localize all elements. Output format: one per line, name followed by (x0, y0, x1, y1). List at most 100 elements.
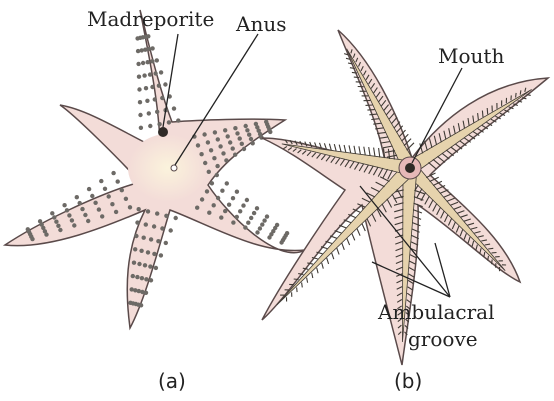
spine-dot (154, 266, 158, 270)
spine-dot (156, 239, 160, 243)
spine-dot (228, 140, 232, 144)
spine-dot (107, 194, 111, 198)
spine-dot (146, 250, 150, 254)
spine-dot (223, 209, 227, 213)
spine-dot (137, 75, 141, 79)
spine-dot (139, 249, 143, 253)
spine-dot (174, 216, 178, 220)
spine-dot (203, 161, 207, 165)
tube-feet-mark (342, 243, 345, 250)
spine-dot (50, 211, 54, 215)
spine-dot (241, 203, 245, 207)
caption-b: (b) (394, 370, 422, 392)
spine-dot (65, 208, 69, 212)
spine-dot (260, 222, 264, 226)
ambulacral-groove (405, 163, 505, 270)
spine-dot (221, 151, 225, 155)
spine-dot (146, 60, 150, 64)
spine-dot (209, 148, 213, 152)
spine-dot (238, 136, 242, 140)
ambulacral-groove (347, 49, 416, 171)
spine-dot (205, 189, 209, 193)
tube-feet-mark (362, 224, 365, 232)
spine-dot (134, 234, 138, 238)
spine-dot (172, 106, 176, 110)
ambulacral-groove (406, 89, 531, 173)
spine-dot (147, 47, 151, 51)
spine-dot (199, 152, 203, 156)
spine-dot (116, 179, 120, 183)
spine-dot (139, 126, 143, 130)
spine-dot (80, 207, 84, 211)
spine-dot (144, 222, 148, 226)
spine-dot (132, 261, 136, 265)
spine-dot (124, 197, 128, 201)
spine-dot (137, 87, 141, 91)
spine-dot (144, 86, 148, 90)
tube-feet-mark (379, 148, 380, 157)
label-ambulacral: Ambulacral (378, 301, 495, 323)
tube-feet-mark (367, 110, 374, 111)
spine-dot (240, 142, 244, 146)
spine-dot (235, 190, 239, 194)
tube-feet-mark (352, 72, 357, 73)
madreporite-pointer (163, 34, 178, 127)
spine-dot (227, 203, 231, 207)
tube-feet-mark (357, 228, 360, 235)
spine-dot (78, 201, 82, 205)
spine-dot (155, 211, 159, 215)
spine-dot (128, 301, 132, 305)
spine-dot (164, 241, 168, 245)
spine-dot (26, 227, 30, 231)
spine-dot (141, 61, 145, 65)
spine-dot (38, 219, 42, 223)
spine-dot (220, 189, 224, 193)
tube-feet-mark (487, 108, 488, 114)
tube-feet-mark (332, 253, 334, 259)
spine-dot (135, 220, 139, 224)
spine-dot (144, 277, 148, 281)
mouth-opening (405, 163, 415, 173)
spine-dot (146, 209, 150, 213)
spine-dot (251, 141, 255, 145)
spine-dot (249, 216, 253, 220)
spine-dot (160, 226, 164, 230)
tube-feet-mark (347, 238, 350, 245)
spine-dot (246, 221, 250, 225)
spine-dot (140, 276, 144, 280)
spine-dot (142, 236, 146, 240)
tube-feet-mark (297, 287, 298, 292)
starfish-a-central-disc (128, 134, 208, 202)
spine-dot (176, 118, 180, 122)
tube-feet-mark (339, 145, 341, 152)
spine-dot (258, 226, 262, 230)
spine-dot (245, 198, 249, 202)
spine-dot (164, 214, 168, 218)
tube-feet-mark (312, 273, 313, 278)
spine-dot (62, 203, 66, 207)
tube-feet-mark (369, 147, 370, 156)
spine-dot (58, 228, 62, 232)
spine-dot (152, 252, 156, 256)
spine-dot (150, 46, 154, 50)
spine-dot (114, 210, 118, 214)
spine-dot (157, 122, 161, 126)
spine-dot (131, 274, 135, 278)
spine-dot (231, 146, 235, 150)
spine-dot (148, 264, 152, 268)
label-groove: groove (408, 328, 478, 350)
spine-dot (146, 34, 150, 38)
spine-dot (93, 201, 97, 205)
tube-feet-mark (327, 258, 329, 264)
spine-dot (153, 97, 157, 101)
tube-feet-mark (488, 248, 493, 249)
spine-dot (135, 275, 139, 279)
starfish-aboral-view (5, 10, 305, 328)
spine-dot (215, 173, 219, 177)
spine-dot (148, 124, 152, 128)
spine-dot (244, 124, 248, 128)
tube-feet-mark (294, 279, 299, 280)
spine-dot (242, 147, 246, 151)
tube-feet-mark (334, 144, 336, 151)
spine-dot (206, 140, 210, 144)
